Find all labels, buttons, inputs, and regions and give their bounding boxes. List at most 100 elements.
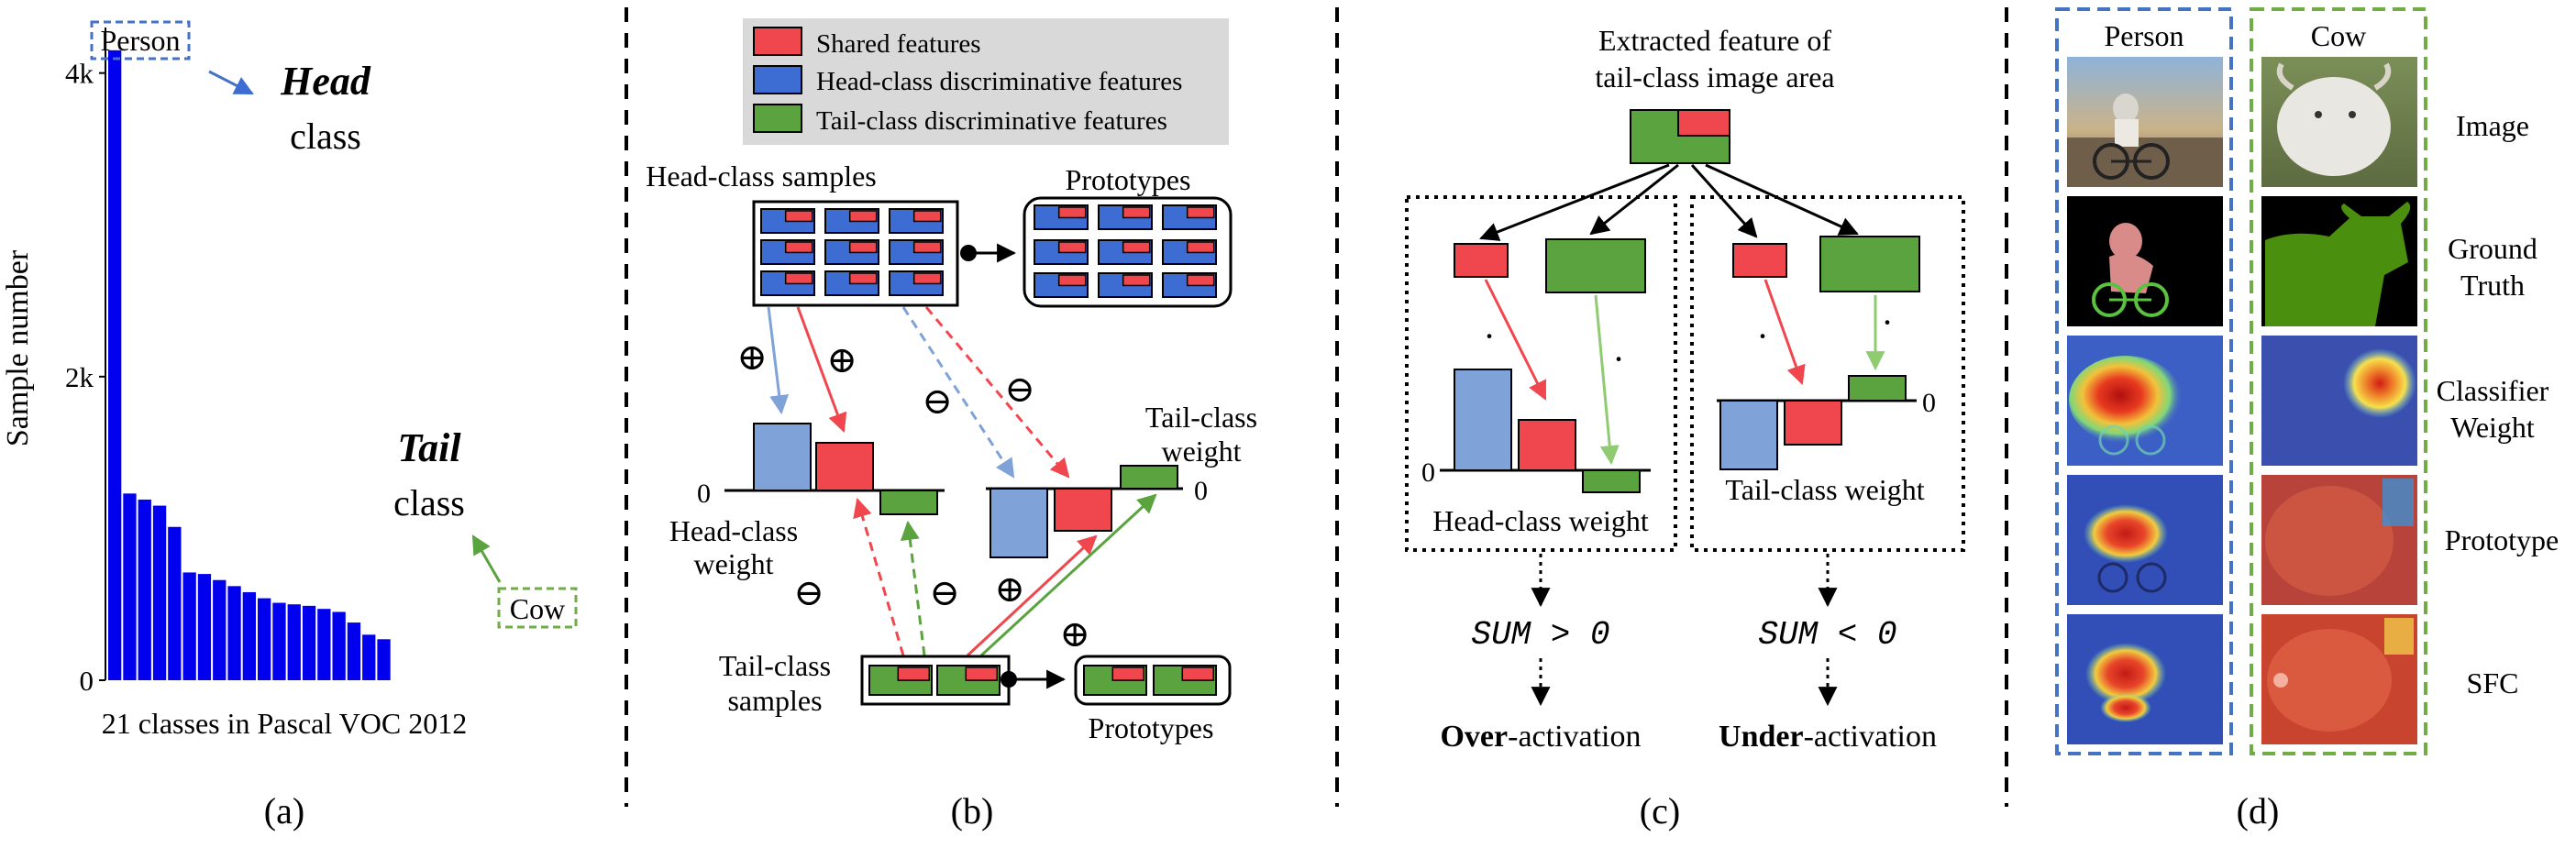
tail-weight-zero: 0 [1194,476,1208,506]
legend-tail: Tail-class discriminative features [816,106,1167,136]
bar-6 [182,572,196,680]
head-prototype-feature [1098,272,1153,298]
c-right-red-bar [1784,400,1842,446]
head-weight-label-line2: weight [693,547,773,580]
panel-c-label: (c) [1640,790,1680,831]
person-ground-truth [2067,196,2223,326]
head-prototype-feature [1034,239,1089,265]
head-sample-feature [824,270,879,296]
legend-swatch-head [753,65,802,94]
head-samples-box [752,200,959,307]
bar-18 [362,634,376,680]
extracted-feature-title-line1: Extracted feature of [1598,24,1831,57]
c-head-weight-label: Head-class weight [1432,504,1649,537]
bar-1 [108,50,122,680]
tail-arrow [471,534,502,583]
legend-swatch-shared [753,27,802,56]
c-right-green-bar [1848,375,1907,402]
bar-3 [138,499,151,680]
head-prototype-feature [1162,239,1217,265]
person-classifier-weight-cam [2067,336,2223,466]
head-weight-red-bar [815,442,874,491]
c-left-green-arrow [1594,294,1620,466]
y-axis-label: Sample number [1,249,35,446]
person-tag-box [90,20,191,61]
arrow-tail-red-minus [853,497,905,656]
head-weight-label-line1: Head-class [669,514,798,547]
prototypes-label-bottom: Prototypes [1089,711,1214,744]
c-left-green-bar [1582,469,1641,493]
head-samples-label: Head-class samples [646,160,876,193]
ominus-sign-2: ⊖ [1004,369,1035,410]
row-label-prototype: Prototype [2445,523,2559,556]
c-right-dot-2: · [1881,302,1893,343]
tail-prototype-feature [1083,665,1147,696]
arrow-to-red-left [1479,163,1670,241]
c-tail-weight-label: Tail-class weight [1725,473,1924,506]
c-left-red-feature [1454,243,1509,278]
oplus-sign-4: ⊕ [1059,613,1090,655]
c-left-red-arrow [1484,279,1547,401]
row-label-ground-truth-1: Ground [2448,232,2537,265]
head-prototype-feature [1162,204,1217,230]
person-prototype-cam [2067,475,2223,605]
cow-column-border [2250,7,2427,755]
arrow-tail-green-minus [900,520,926,656]
panel-c-diagram: Extracted feature of tail-class image ar… [1405,24,1965,754]
over-bold: Over [1440,720,1508,754]
c-left-dot-1: · [1483,315,1495,357]
bar-2 [123,493,137,680]
bar-8 [213,579,227,680]
bar-9 [227,586,241,680]
tail-weight-blue-bar [989,488,1048,558]
tail-samples-label-line1: Tail-class [719,649,831,682]
ominus-sign-1: ⊖ [922,380,953,422]
row-label-ground-truth-2: Truth [2460,269,2525,302]
legend-shared: Shared features [816,29,981,59]
extracted-feature-title-line2: tail-class image area [1595,61,1834,94]
head-class-word: class [290,116,361,157]
sum-less-zero: SUM < 0 [1758,616,1896,654]
c-right-zero: 0 [1922,388,1936,418]
oplus-sign-3: ⊕ [994,568,1025,610]
arrow-tail-green-plus [979,493,1157,657]
bar-13 [287,604,301,680]
tail-prototype-feature [1153,665,1217,696]
head-sample-feature [824,239,879,265]
y-tick-label: 4k [65,58,94,90]
arrow-head-blue-minus [901,306,1015,479]
oplus-sign-2: ⊕ [826,339,857,380]
tail-samples-label-line2: samples [727,684,822,717]
panel-b-diagram: Shared features Head-class discriminativ… [646,18,1257,744]
cow-column-title: Cow [2311,19,2366,52]
legend-swatch-tail [753,104,802,133]
head-sample-feature [760,239,815,265]
tail-weight-label-line2: weight [1161,435,1241,468]
x-axis-label: 21 classes in Pascal VOC 2012 [102,707,467,740]
extracted-feature-shared-part [1677,109,1730,137]
head-prototype-feature [1034,204,1089,230]
person-sfc-cam [2067,614,2223,744]
cow-classifier-weight-cam [2261,336,2417,466]
c-right-blue-bar [1719,400,1778,470]
panel-a-label: (a) [264,790,304,831]
tail-samples-grid [868,665,1001,696]
row-label-image: Image [2456,109,2529,142]
bar-14 [302,605,316,680]
person-tag: Person [100,24,180,57]
bar-7 [197,574,212,680]
tail-weight-green-bar [1120,465,1178,490]
c-left-green-feature [1545,238,1646,293]
head-prototypes-box [1023,196,1233,308]
head-samples-grid [760,208,944,296]
head-prototype-feature [1034,272,1089,298]
c-left-dot-2: · [1612,338,1624,380]
row-label-sfc: SFC [2467,666,2519,699]
cow-tag-box [497,587,578,629]
head-arrow [208,70,254,95]
tail-aggregate-dot [1001,671,1017,688]
tail-sample-feature [936,665,1001,696]
bar-10 [242,591,256,680]
